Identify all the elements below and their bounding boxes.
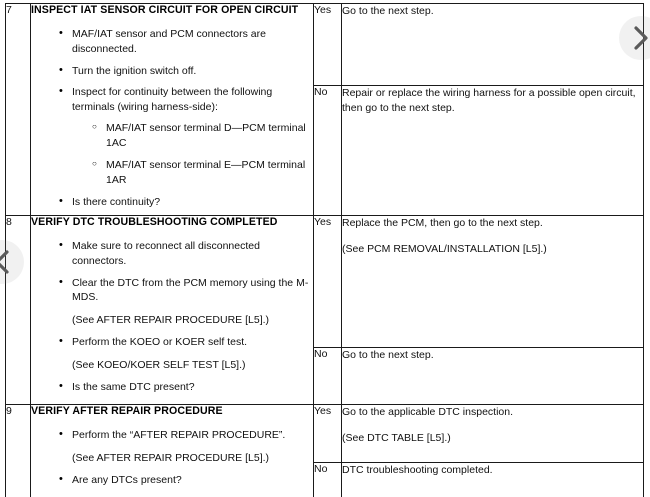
step-title: INSPECT IAT SENSOR CIRCUIT FOR OPEN CIRC… <box>31 4 299 16</box>
answer-key-cell-no: No <box>313 346 342 406</box>
step-body-cell: INSPECT IAT SENSOR CIRCUIT FOR OPEN CIRC… <box>30 3 314 216</box>
note-text: (See AFTER REPAIR PROCEDURE [L5].) <box>72 451 270 464</box>
answer-line: Repair or replace the wiring harness for… <box>342 87 636 115</box>
answer-key-label: No <box>314 347 328 360</box>
answer-key-cell-yes: Yes <box>313 404 342 463</box>
answer-line: Go to the applicable DTC inspection. <box>342 406 514 418</box>
step-body-cell: VERIFY DTC TROUBLESHOOTING COMPLETED Mak… <box>30 215 314 405</box>
bullet-text: Turn the ignition switch off. <box>72 64 197 77</box>
answer-key-cell-yes: Yes <box>313 215 342 348</box>
answer-text-cell-yes: Go to the next step. <box>341 3 644 86</box>
list-item: Turn the ignition switch off. <box>59 63 313 79</box>
answer-note: (See DTC TABLE [L5].) <box>342 432 451 445</box>
answer-note: (See PCM REMOVAL/INSTALLATION [L5].) <box>342 243 547 256</box>
step-title: VERIFY DTC TROUBLESHOOTING COMPLETED <box>31 216 278 228</box>
list-item: Make sure to reconnect all disconnected … <box>59 238 313 269</box>
bullet-text: Clear the DTC from the PCM memory using … <box>72 276 309 304</box>
step-number-cell: 9 <box>5 404 31 497</box>
answer-text-cell-no: Go to the next step. <box>341 346 644 406</box>
table-row: No DTC troubleshooting completed. <box>6 462 644 497</box>
note-text: (See KOEO/KOER SELF TEST [L5].) <box>72 359 246 372</box>
list-item: Is the same DTC present? <box>59 379 313 395</box>
answer-line: DTC troubleshooting completed. <box>342 464 493 476</box>
step-number: 9 <box>6 405 12 417</box>
bullet-text: MAF/IAT sensor and PCM connectors are di… <box>72 27 266 55</box>
bullet-text: Inspect for continuity between the follo… <box>72 86 273 114</box>
bullet-text: Is the same DTC present? <box>72 381 195 394</box>
step-number-cell: 8 <box>5 215 31 405</box>
table-row: No Go to the next step. <box>6 346 644 406</box>
chevron-right-icon <box>632 25 650 51</box>
list-item: MAF/IAT sensor terminal D—PCM terminal 1… <box>92 121 313 151</box>
list-item: Inspect for continuity between the follo… <box>59 84 313 188</box>
answer-line: Replace the PCM, then go to the next ste… <box>342 217 543 229</box>
bullet-text: Is there continuity? <box>72 195 161 208</box>
sub-bullet-text: MAF/IAT sensor terminal D—PCM terminal 1… <box>106 122 306 150</box>
step-bullet-list: Perform the “AFTER REPAIR PROCEDURE”. (S… <box>31 427 313 488</box>
step-bullet-list: Make sure to reconnect all disconnected … <box>31 238 313 395</box>
table-row: 9 VERIFY AFTER REPAIR PROCEDURE Perform … <box>5 404 644 497</box>
answer-key-cell-yes: Yes <box>313 3 342 86</box>
step-number-cell: 7 <box>5 3 31 216</box>
list-item: Is there continuity? <box>59 194 313 210</box>
step-bullet-list: MAF/IAT sensor and PCM connectors are di… <box>31 26 313 210</box>
list-item: MAF/IAT sensor terminal E—PCM terminal 1… <box>92 158 313 188</box>
bullet-text: Perform the “AFTER REPAIR PROCEDURE”. <box>72 428 286 441</box>
list-item-note: (See AFTER REPAIR PROCEDURE [L5].) <box>59 313 313 328</box>
step-body-cell: VERIFY AFTER REPAIR PROCEDURE Perform th… <box>30 404 314 497</box>
answer-key-cell-no: No <box>313 85 342 216</box>
bullet-text: Perform the KOEO or KOER self test. <box>72 336 248 349</box>
table-row: No Repair or replace the wiring harness … <box>6 85 644 216</box>
answer-text-cell-yes: Go to the applicable DTC inspection. (Se… <box>341 404 644 463</box>
answer-line: Go to the next step. <box>342 348 434 361</box>
step-number: 8 <box>6 216 12 228</box>
list-item: Perform the KOEO or KOER self test. <box>59 334 313 350</box>
list-item: Are any DTCs present? <box>59 472 313 488</box>
answer-key-label: No <box>314 463 328 475</box>
list-item-note: (See AFTER REPAIR PROCEDURE [L5].) <box>59 451 313 466</box>
answer-key-label: No <box>314 86 328 98</box>
answer-key-label: Yes <box>314 4 332 16</box>
answer-line: Go to the next step. <box>342 5 434 17</box>
sub-bullet-text: MAF/IAT sensor terminal E—PCM terminal 1… <box>106 159 306 187</box>
answer-text-cell-yes: Replace the PCM, then go to the next ste… <box>341 215 644 348</box>
answer-text-cell-no: DTC troubleshooting completed. <box>341 462 644 497</box>
list-item-note: (See KOEO/KOER SELF TEST [L5].) <box>59 358 313 373</box>
dtc-troubleshooting-table: 7 INSPECT IAT SENSOR CIRCUIT FOR OPEN CI… <box>5 3 644 497</box>
list-item: MAF/IAT sensor and PCM connectors are di… <box>59 26 313 57</box>
sub-bullet-list: MAF/IAT sensor terminal D—PCM terminal 1… <box>72 121 313 188</box>
step-number: 7 <box>6 4 12 16</box>
answer-text-cell-no: Repair or replace the wiring harness for… <box>341 85 644 216</box>
bullet-text: Are any DTCs present? <box>72 473 182 486</box>
note-text: (See AFTER REPAIR PROCEDURE [L5].) <box>72 314 270 327</box>
answer-key-label: Yes <box>314 405 332 417</box>
table-row: 7 INSPECT IAT SENSOR CIRCUIT FOR OPEN CI… <box>5 3 644 216</box>
answer-key-label: Yes <box>314 216 332 228</box>
chevron-left-icon <box>0 249 11 275</box>
list-item: Perform the “AFTER REPAIR PROCEDURE”. <box>59 427 313 443</box>
bullet-text: Make sure to reconnect all disconnected … <box>72 239 260 267</box>
step-title: VERIFY AFTER REPAIR PROCEDURE <box>31 405 223 417</box>
answer-key-cell-no: No <box>313 462 342 497</box>
next-page-button[interactable] <box>619 16 650 60</box>
list-item: Clear the DTC from the PCM memory using … <box>59 275 313 306</box>
table-row: 8 VERIFY DTC TROUBLESHOOTING COMPLETED M… <box>5 215 644 405</box>
